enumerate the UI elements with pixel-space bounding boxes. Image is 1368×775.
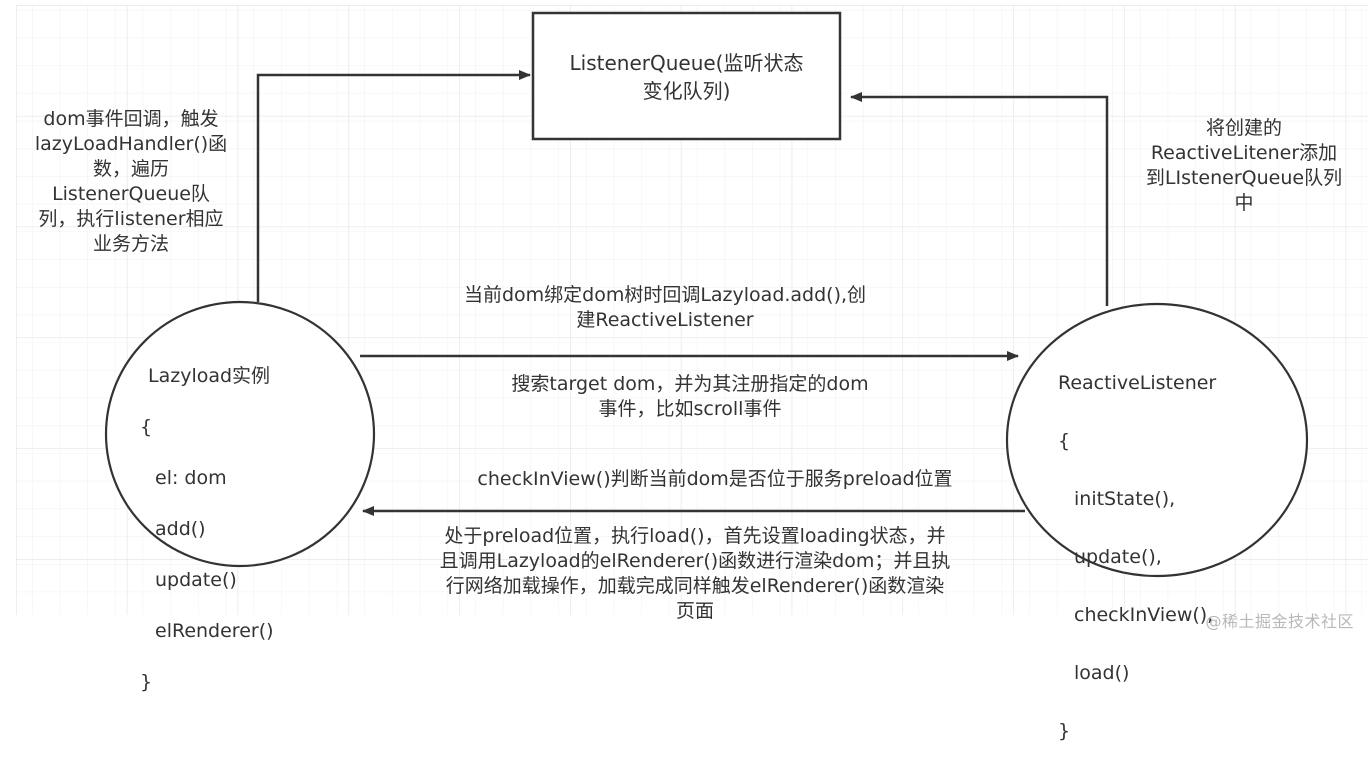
edge-lazyload-to-listener-label-below: 搜索target dom，并为其注册指定的dom 事件，比如scroll事件: [511, 373, 869, 420]
watermark: @稀土掘金技术社区: [1205, 612, 1354, 631]
lazyload-instance-node[interactable]: [104, 300, 376, 568]
reactive-listener-open-brace: {: [1058, 430, 1071, 452]
reactive-listener-member: load(): [1074, 662, 1130, 684]
listener-queue-label: ListenerQueue(监听状态 变化队列): [569, 51, 804, 103]
edge-listener-to-lazyload-label-above: checkInView()判断当前dom是否位于服务preload位置: [477, 468, 953, 490]
edge-lazyload-to-listener-label-above: 当前dom绑定dom树时回调Lazyload.add(),创 建Reactive…: [463, 284, 867, 331]
reactive-listener-member: initState(),: [1074, 488, 1176, 510]
lazyload-member: el: dom: [155, 466, 227, 489]
lazyload-close-brace: }: [140, 670, 153, 693]
reactive-listener-title: ReactiveListener: [1058, 372, 1217, 394]
lazyload-member: update(): [155, 568, 237, 591]
reactive-listener-member: update(),: [1074, 546, 1162, 568]
reactive-listener-close-brace: }: [1058, 720, 1071, 742]
reactive-listener-node-content: ReactiveListener { initState(), update()…: [1058, 340, 1288, 775]
edge-listener-to-lazyload-label-below: 处于preload位置，执行load()，首先设置loading状态，并 且调用…: [439, 525, 951, 622]
lazyload-member: elRenderer(): [155, 619, 274, 642]
reactive-listener-node[interactable]: [1005, 302, 1309, 578]
edge-listener-to-queue-label: 将创建的 ReactiveLitener添加 到LIstenerQueue队列 …: [1145, 117, 1343, 214]
lazyload-title: Lazyload实例: [148, 364, 271, 387]
listener-queue-box[interactable]: [531, 11, 842, 141]
diagram-canvas: [16, 5, 1368, 615]
lazyload-node-content: Lazyload实例 { el: dom add() update() elRe…: [140, 338, 360, 721]
edge-lazyload-to-queue: [256, 70, 531, 302]
lazyload-member: add(): [155, 517, 206, 540]
edge-lazyload-to-queue-label: dom事件回调，触发 lazyLoadHandler()函 数，遍历 Liste…: [34, 108, 228, 255]
edge-listener-to-queue: [850, 92, 1109, 306]
reactive-listener-member: checkInView(),: [1074, 604, 1214, 626]
lazyload-open-brace: {: [140, 415, 153, 438]
